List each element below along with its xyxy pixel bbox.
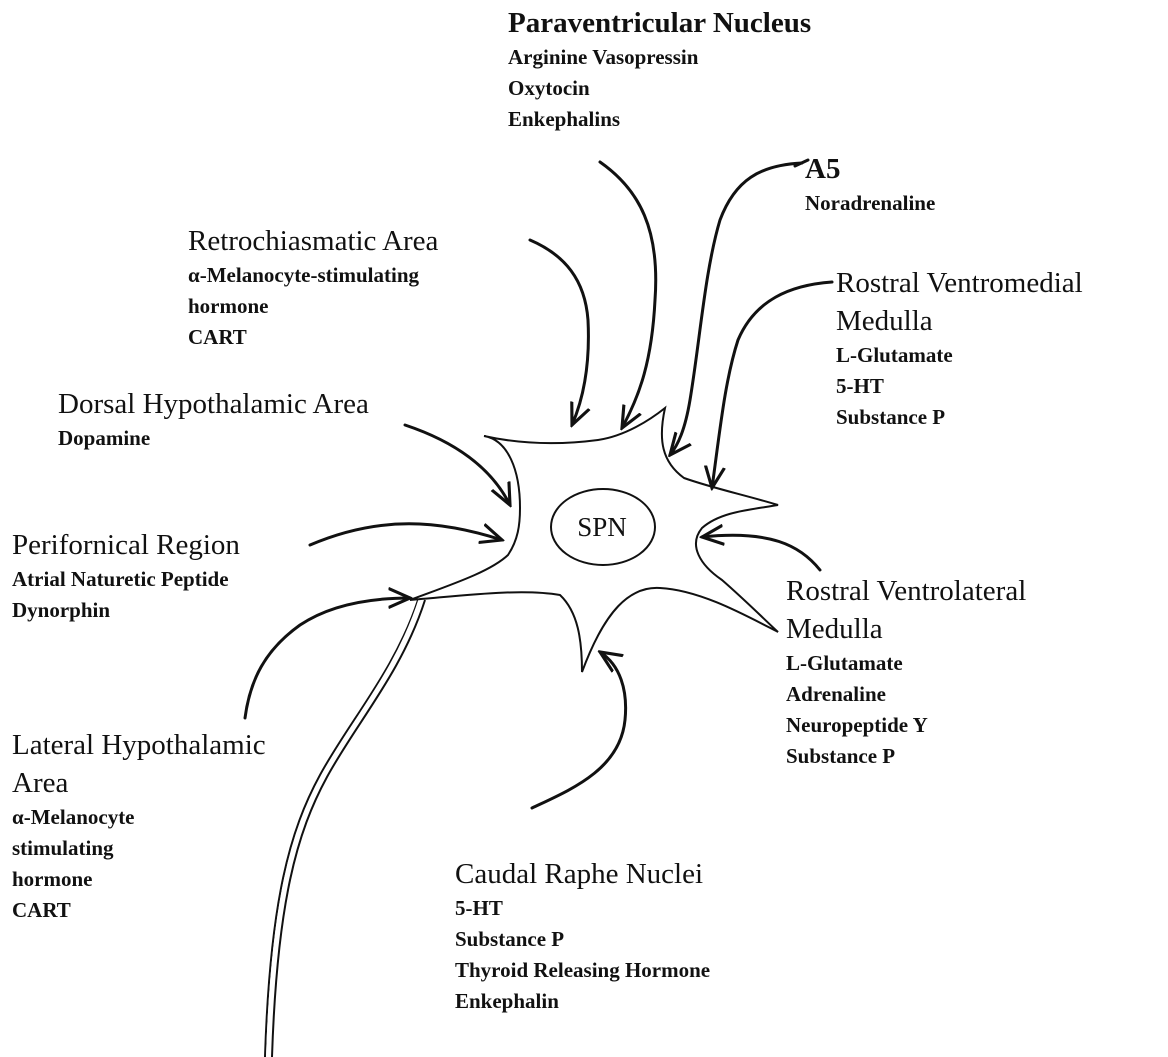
input-title-line2: Medulla bbox=[836, 302, 1083, 340]
input-item: CART bbox=[12, 895, 266, 926]
input-item: hormone bbox=[188, 291, 438, 322]
input-title: Lateral Hypothalamic bbox=[12, 726, 266, 764]
input-item: Dopamine bbox=[58, 423, 369, 454]
input-item: Enkephalin bbox=[455, 986, 710, 1017]
input-retrochiasmatic-area: Retrochiasmatic Area α-Melanocyte-stimul… bbox=[188, 222, 438, 353]
arrow-crn bbox=[532, 652, 626, 808]
input-item: Oxytocin bbox=[508, 73, 811, 104]
input-rostral-ventrolateral-medulla: Rostral Ventrolateral Medulla L-Glutamat… bbox=[786, 572, 1026, 772]
input-item: Enkephalins bbox=[508, 104, 811, 135]
input-paraventricular-nucleus: Paraventricular Nucleus Arginine Vasopre… bbox=[508, 4, 811, 135]
arrow-lha bbox=[245, 598, 410, 718]
arrow-rca bbox=[530, 240, 588, 425]
arrow-rvmm bbox=[712, 282, 832, 488]
input-title-line2: Area bbox=[12, 764, 266, 802]
input-item: α-Melanocyte-stimulating bbox=[188, 260, 438, 291]
axon-inner-line bbox=[272, 600, 425, 1057]
input-item: stimulating bbox=[12, 833, 266, 864]
input-item: Substance P bbox=[836, 402, 1083, 433]
input-lateral-hypothalamic-area: Lateral Hypothalamic Area α-Melanocyte s… bbox=[12, 726, 266, 926]
input-item: Dynorphin bbox=[12, 595, 240, 626]
spn-label: SPN bbox=[552, 510, 652, 544]
input-dorsal-hypothalamic-area: Dorsal Hypothalamic Area Dopamine bbox=[58, 385, 369, 454]
input-item: Thyroid Releasing Hormone bbox=[455, 955, 710, 986]
arrow-pfr bbox=[310, 524, 502, 545]
input-title: Dorsal Hypothalamic Area bbox=[58, 385, 369, 423]
input-item: Noradrenaline bbox=[805, 188, 935, 219]
input-caudal-raphe-nuclei: Caudal Raphe Nuclei 5-HT Substance P Thy… bbox=[455, 855, 710, 1017]
input-item: CART bbox=[188, 322, 438, 353]
arrow-dha bbox=[405, 425, 510, 505]
input-title: A5 bbox=[805, 150, 935, 188]
input-rostral-ventromedial-medulla: Rostral Ventromedial Medulla L-Glutamate… bbox=[836, 264, 1083, 433]
input-perifornical-region: Perifornical Region Atrial Naturetic Pep… bbox=[12, 526, 240, 626]
input-title: Retrochiasmatic Area bbox=[188, 222, 438, 260]
input-item: Adrenaline bbox=[786, 679, 1026, 710]
input-title: Rostral Ventromedial bbox=[836, 264, 1083, 302]
input-a5: A5 Noradrenaline bbox=[805, 150, 935, 219]
input-item: Arginine Vasopressin bbox=[508, 42, 811, 73]
input-item: L-Glutamate bbox=[836, 340, 1083, 371]
arrow-a5 bbox=[670, 163, 802, 455]
input-item: Atrial Naturetic Peptide bbox=[12, 564, 240, 595]
input-title: Caudal Raphe Nuclei bbox=[455, 855, 710, 893]
input-item: 5-HT bbox=[455, 893, 710, 924]
arrow-rvlm bbox=[702, 535, 820, 570]
input-item: L-Glutamate bbox=[786, 648, 1026, 679]
arrow-pvn bbox=[600, 162, 656, 428]
input-title-line2: Medulla bbox=[786, 610, 1026, 648]
input-item: hormone bbox=[12, 864, 266, 895]
input-item: α-Melanocyte bbox=[12, 802, 266, 833]
input-title: Perifornical Region bbox=[12, 526, 240, 564]
input-title: Paraventricular Nucleus bbox=[508, 4, 811, 42]
input-item: 5-HT bbox=[836, 371, 1083, 402]
input-item: Substance P bbox=[786, 741, 1026, 772]
input-item: Neuropeptide Y bbox=[786, 710, 1026, 741]
input-item: Substance P bbox=[455, 924, 710, 955]
axon-fill bbox=[268, 598, 421, 1057]
input-title: Rostral Ventrolateral bbox=[786, 572, 1026, 610]
